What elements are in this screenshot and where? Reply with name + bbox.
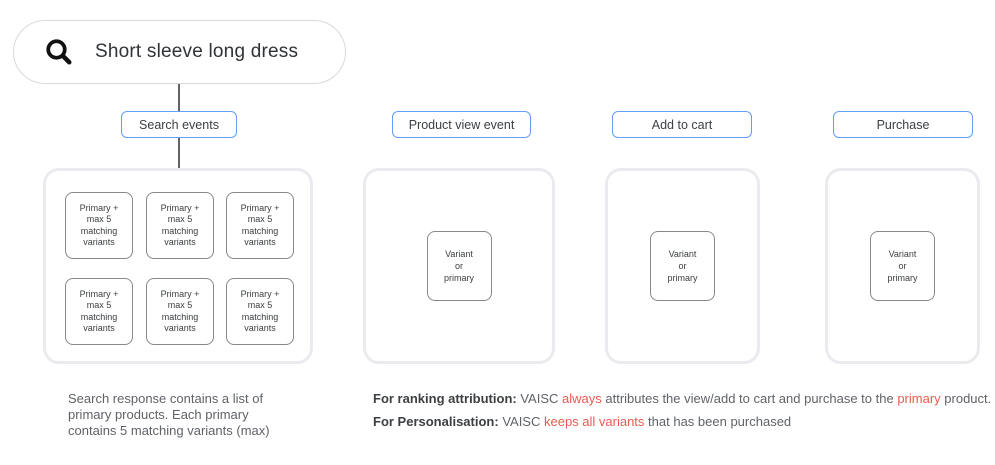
- search-response-note: Search response contains a list of prima…: [68, 391, 270, 438]
- add-to-cart-node: Add to cart: [612, 111, 752, 138]
- text-segment: primary: [897, 391, 941, 406]
- primary-variants-box: Primary + max 5 matching variants: [65, 278, 133, 345]
- search-events-panel: Primary + max 5 matching variants Primar…: [43, 168, 313, 364]
- connector-pill-to-search-events: [178, 84, 180, 111]
- primary-variants-box: Primary + max 5 matching variants: [226, 192, 294, 259]
- text-segment: VAISC: [502, 414, 544, 429]
- text-segment: always: [562, 391, 602, 406]
- purchase-panel: Variant or primary: [825, 168, 980, 364]
- variant-or-primary-box: Variant or primary: [650, 231, 715, 301]
- text-segment: For ranking attribution:: [373, 391, 521, 406]
- add-to-cart-panel: Variant or primary: [605, 168, 760, 364]
- primary-variants-box: Primary + max 5 matching variants: [65, 192, 133, 259]
- primary-variants-box: Primary + max 5 matching variants: [226, 278, 294, 345]
- text-segment: attributes the view/add to cart and purc…: [601, 391, 898, 406]
- product-view-panel: Variant or primary: [363, 168, 555, 364]
- ranking-attribution-note: For ranking attribution: VAISC always at…: [373, 391, 991, 407]
- product-view-event-node: Product view event: [392, 111, 531, 138]
- primary-variants-box: Primary + max 5 matching variants: [146, 192, 214, 259]
- search-icon: [46, 39, 72, 65]
- primary-variants-box: Primary + max 5 matching variants: [146, 278, 214, 345]
- text-segment: VAISC: [520, 391, 562, 406]
- search-query-text: Short sleeve long dress: [95, 41, 299, 62]
- personalisation-note: For Personalisation: VAISC keeps all var…: [373, 414, 791, 430]
- text-segment: keeps all variants: [543, 414, 645, 429]
- variant-or-primary-box: Variant or primary: [870, 231, 935, 301]
- connector-search-events-to-panel: [178, 138, 180, 169]
- search-query-pill: Short sleeve long dress: [13, 20, 346, 84]
- search-events-node: Search events: [121, 111, 237, 138]
- purchase-node: Purchase: [833, 111, 973, 138]
- text-segment: For Personalisation:: [373, 414, 503, 429]
- variant-or-primary-box: Variant or primary: [426, 231, 492, 301]
- text-segment: product.: [940, 391, 992, 406]
- text-segment: that has been purchased: [644, 414, 792, 429]
